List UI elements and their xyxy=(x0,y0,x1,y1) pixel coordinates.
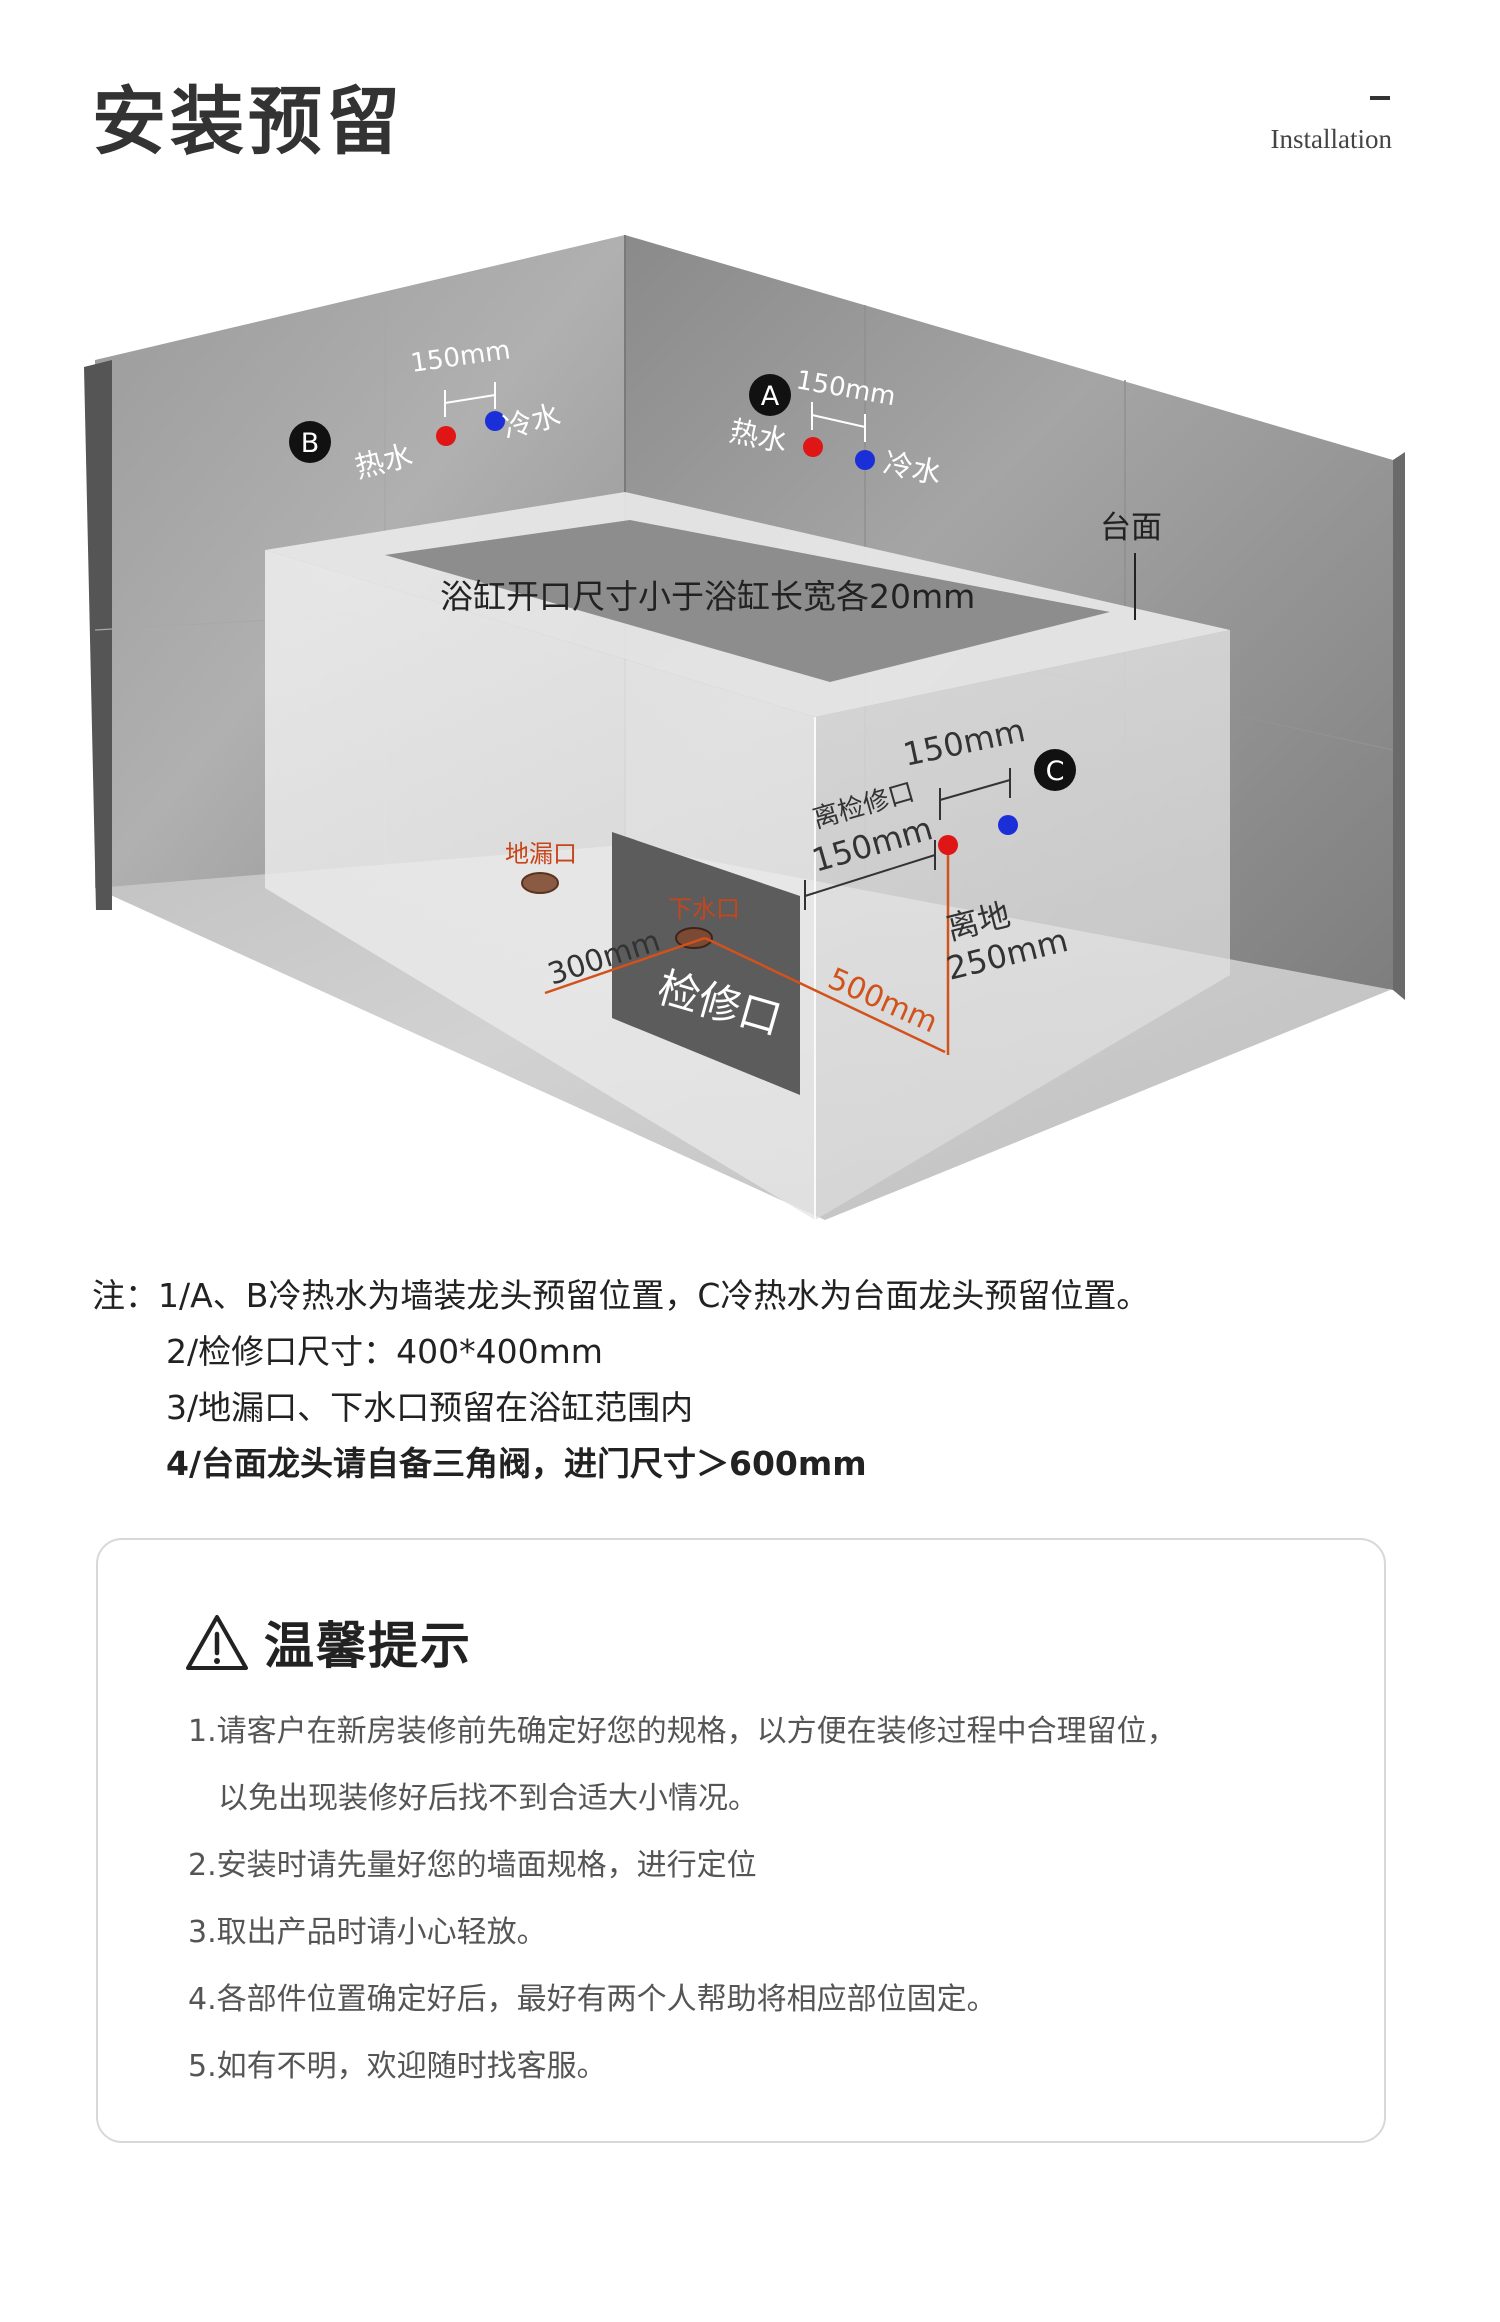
drain-outlet-hole xyxy=(675,927,713,949)
access-panel xyxy=(612,832,800,1095)
notes-prefix: 注： xyxy=(92,1276,158,1315)
tips-card: 温馨提示 1.请客户在新房装修前先确定好您的规格，以方便在装修过程中合理留位， … xyxy=(96,1538,1386,2143)
label-c-circle xyxy=(1034,749,1076,791)
tip-item: 4.各部件位置确定好后，最好有两个人帮助将相应部位固定。 xyxy=(188,1982,997,2017)
tub-opening xyxy=(385,520,1110,682)
label-b-circle xyxy=(289,421,331,463)
hot-water-dot-a xyxy=(803,437,823,457)
cold-water-dot-b xyxy=(485,411,505,431)
tip-item: 2.安装时请先量好您的墙面规格，进行定位 xyxy=(188,1848,757,1883)
hot-water-dot-b xyxy=(436,426,456,446)
cold-water-dot-a xyxy=(855,450,875,470)
countertop-label: 台面 xyxy=(1100,510,1162,546)
hot-water-dot-c xyxy=(938,835,958,855)
tub-side-face xyxy=(815,630,1230,1220)
installation-diagram: 检修口 地漏口 下水口 300mm 500mm 离检修口 150mm 离地 25… xyxy=(84,235,1405,1220)
note-item-4: 4/台面龙头请自备三角阀，进门尺寸＞600mm xyxy=(166,1444,867,1483)
tips-list: 1.请客户在新房装修前先确定好您的规格，以方便在装修过程中合理留位， 以免出现装… xyxy=(188,1698,1177,2100)
right-wall-edge xyxy=(1393,452,1405,1000)
left-wall-edge xyxy=(84,360,112,910)
opening-note: 浴缸开口尺寸小于浴缸长宽各20mm xyxy=(440,577,975,616)
tip-item: 5.如有不明，欢迎随时找客服。 xyxy=(188,2049,607,2084)
page-subtitle: Installation xyxy=(1270,124,1392,154)
drain-outlet-label: 下水口 xyxy=(668,895,740,923)
note-item-1: 1/A、B冷热水为墙装龙头预留位置，C冷热水为台面龙头预留位置。 xyxy=(158,1276,1150,1315)
label-b: B xyxy=(301,428,320,459)
subtitle-dash xyxy=(1370,96,1390,100)
note-item-2: 2/检修口尺寸：400*400mm xyxy=(166,1332,603,1371)
label-a-circle xyxy=(749,374,791,416)
tip-item: 1.请客户在新房装修前先确定好您的规格，以方便在装修过程中合理留位， xyxy=(188,1714,1177,1749)
warning-triangle-icon xyxy=(186,1615,248,1670)
page-title: 安装预留 xyxy=(92,79,404,165)
tips-title: 温馨提示 xyxy=(264,1617,472,1675)
cold-water-dot-c xyxy=(998,815,1018,835)
label-c: C xyxy=(1046,756,1065,787)
tip-item: 3.取出产品时请小心轻放。 xyxy=(188,1915,547,1950)
floor-drain-hole xyxy=(521,872,559,894)
note-item-3: 3/地漏口、下水口预留在浴缸范围内 xyxy=(166,1388,694,1427)
label-a: A xyxy=(761,381,780,412)
floor-drain-label: 地漏口 xyxy=(505,840,577,868)
tip-item: 以免出现装修好后找不到合适大小情况。 xyxy=(218,1781,758,1816)
notes-block: 注：1/A、B冷热水为墙装龙头预留位置，C冷热水为台面龙头预留位置。 2/检修口… xyxy=(92,1268,1149,1492)
